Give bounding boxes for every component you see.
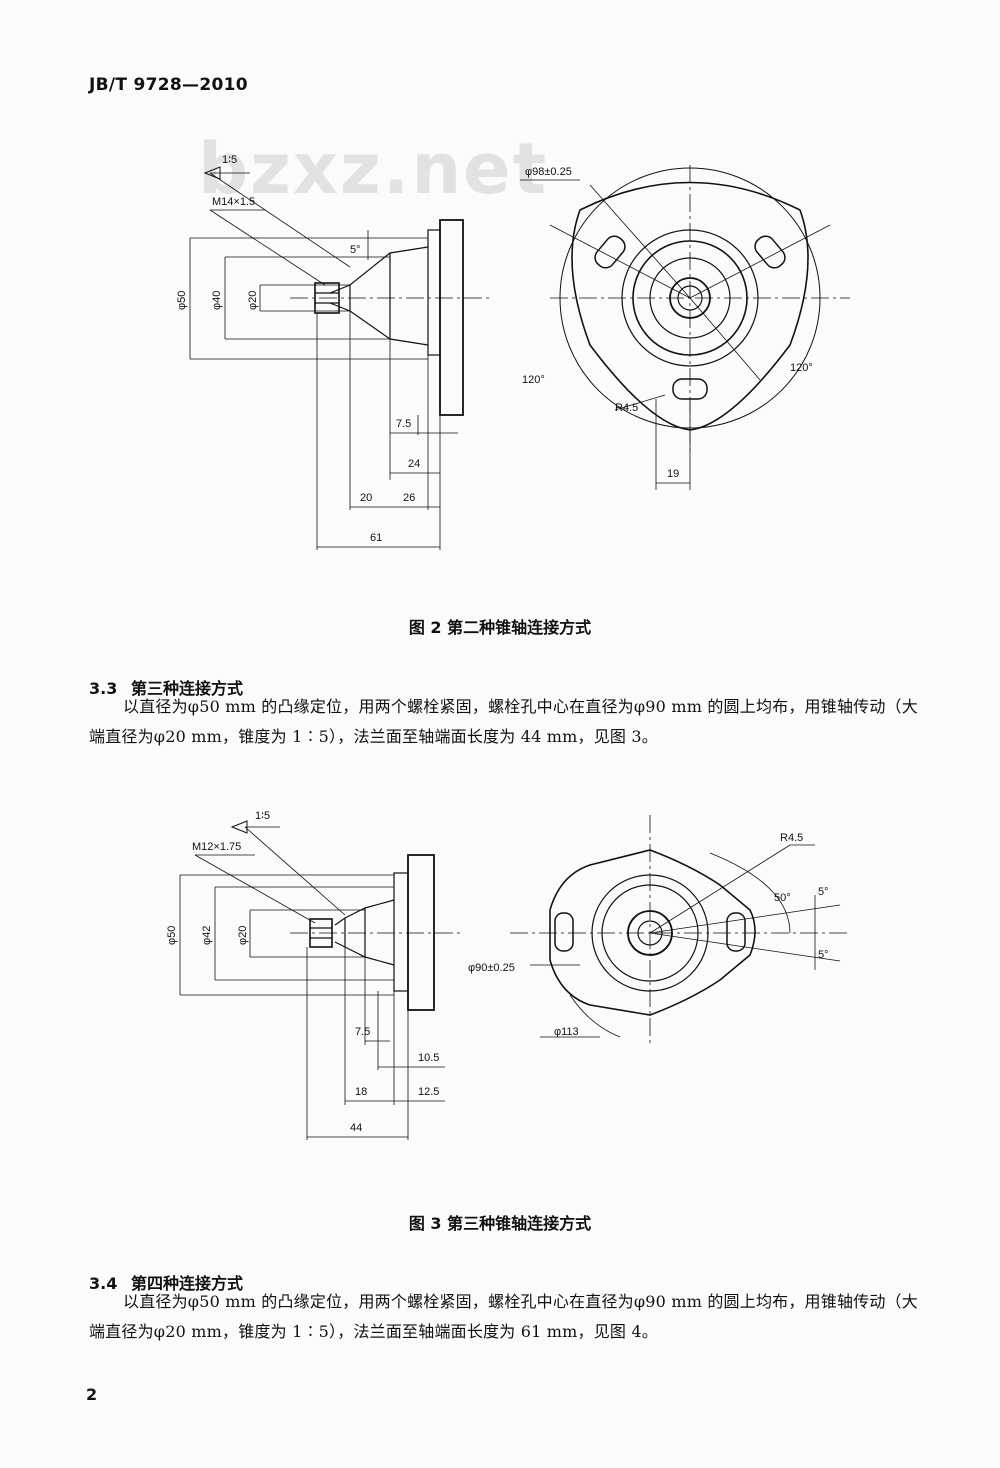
figure-3-drawing: 1∶5 M12×1.75 φ50 φ42 φ20 7.5 10.5 18 12.… (150, 805, 870, 1150)
fig2-angle-label: 5° (350, 244, 361, 256)
section-3-3-text: 以直径为φ50 mm 的凸缘定位，用两个螺栓紧固，螺栓孔中心在直径为φ90 mm… (89, 697, 918, 746)
fig3-dim-10-5: 10.5 (418, 1052, 439, 1064)
fig3-ang5-bot: 5° (818, 949, 829, 961)
fig3-dim-18: 18 (355, 1086, 367, 1098)
fig2-dim-26: 26 (403, 492, 415, 504)
fig2-taper-label: 1∶5 (222, 154, 237, 166)
fig3-d50-label: φ50 (166, 926, 178, 945)
figure-3-caption: 图 3 第三种锥轴连接方式 (408, 1214, 592, 1233)
fig3-dim-7-5: 7.5 (355, 1026, 370, 1038)
fig2-dim-20: 20 (360, 492, 372, 504)
fig2-slot-width: 19 (667, 468, 679, 480)
fig3-radius-label: R4.5 (780, 832, 803, 844)
section-number: 3.4 (89, 1274, 118, 1293)
fig3-dim-44: 44 (350, 1122, 362, 1134)
section-3-4-heading: 3.4 第四种连接方式 (89, 1270, 243, 1294)
fig2-thread-label: M14×1.5 (212, 196, 255, 208)
section-title: 第三种连接方式 (131, 679, 244, 698)
fig2-dim-24: 24 (408, 458, 420, 470)
fig2-dim-7-5: 7.5 (396, 418, 411, 430)
section-title: 第四种连接方式 (131, 1274, 244, 1293)
section-number: 3.3 (89, 679, 118, 698)
fig3-ang50-label: 50° (774, 892, 791, 904)
fig2-ang-left: 120° (522, 374, 545, 386)
fig3-dim-12-5: 12.5 (418, 1086, 439, 1098)
fig3-d42-label: φ42 (201, 926, 213, 945)
fig2-dim-61: 61 (370, 532, 382, 544)
fig2-bolt-circle-label: φ98±0.25 (525, 166, 572, 178)
figure-2-drawing: 1∶5 M14×1.5 5° φ50 φ40 φ20 7.5 24 20 26 … (160, 135, 880, 575)
fig3-bolt-circle-label: φ90±0.25 (468, 962, 515, 974)
fig3-thread-label: M12×1.75 (192, 841, 241, 853)
fig3-outer-label: φ113 (554, 1026, 579, 1038)
section-3-4-text: 以直径为φ50 mm 的凸缘定位，用两个螺栓紧固，螺栓孔中心在直径为φ90 mm… (89, 1292, 918, 1341)
watermark: bzxz.net (198, 128, 549, 210)
fig2-ang-right: 120° (790, 362, 813, 374)
fig3-taper-label: 1∶5 (255, 810, 270, 822)
fig3-d20-label: φ20 (237, 926, 249, 945)
section-3-3-heading: 3.3 第三种连接方式 (89, 675, 243, 699)
fig2-radius-label: R4.5 (615, 402, 638, 414)
fig2-d20-label: φ20 (247, 291, 259, 310)
fig3-ang5-top: 5° (818, 886, 829, 898)
figure-2-caption: 图 2 第二种锥轴连接方式 (408, 618, 592, 637)
fig2-d50-label: φ50 (176, 291, 188, 310)
fig2-d40-label: φ40 (211, 291, 223, 310)
standard-number: JB/T 9728—2010 (89, 75, 248, 95)
page-number: 2 (86, 1385, 98, 1404)
